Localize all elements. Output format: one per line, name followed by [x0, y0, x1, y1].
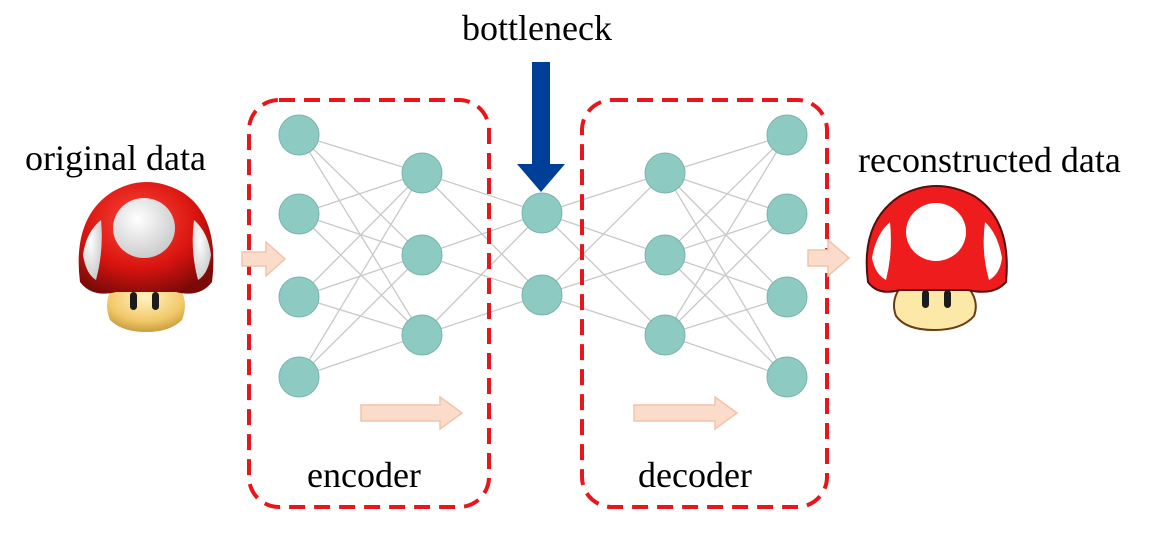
node-layer4-0 [766, 114, 808, 156]
encoder-flow-arrow [360, 395, 464, 431]
node-layer0-0 [278, 114, 320, 156]
edge-l3-2-1 [664, 213, 788, 336]
edge-l0-3-0 [298, 172, 423, 378]
encoder-box [247, 98, 491, 509]
edge-l1-1-0 [421, 212, 543, 256]
edge-l3-0-1 [664, 172, 788, 215]
edge-l2-0-2 [541, 212, 666, 336]
node-layer0-2 [278, 276, 320, 318]
edge-l0-0-0 [298, 134, 423, 174]
edge-l2-0-0 [541, 172, 666, 214]
edge-l0-3-2 [298, 334, 423, 378]
node-layer1-0 [401, 152, 443, 194]
node-layer3-2 [644, 314, 686, 356]
edge-l0-2-0 [298, 172, 423, 298]
edge-l3-1-2 [664, 254, 788, 298]
original-data-label: original data [25, 138, 206, 178]
output-flow-arrow [807, 238, 851, 278]
decoder-box [580, 98, 829, 509]
reconstructed-data-label: reconstructed data [858, 140, 1121, 180]
network-nodes [278, 114, 808, 398]
node-layer2-0 [521, 192, 563, 234]
edge-l3-2-3 [664, 334, 788, 378]
edge-l3-2-2 [664, 296, 788, 336]
mushroom-photo-icon [78, 182, 214, 332]
edge-l1-1-1 [421, 254, 543, 296]
input-flow-arrow [241, 240, 287, 278]
node-layer2-1 [521, 274, 563, 316]
edge-l0-3-1 [298, 254, 423, 378]
edge-l3-1-0 [664, 134, 788, 256]
node-layer0-3 [278, 356, 320, 398]
edge-l1-0-0 [421, 172, 543, 214]
encoder-label: encoder [307, 455, 421, 495]
network-edges [298, 134, 788, 378]
node-layer1-2 [401, 314, 443, 356]
node-layer4-2 [766, 276, 808, 318]
edge-l3-0-0 [664, 134, 788, 174]
edge-l2-1-1 [541, 254, 666, 296]
edge-l2-1-2 [541, 294, 666, 336]
node-layer1-1 [401, 234, 443, 276]
edge-l1-2-1 [421, 294, 543, 336]
node-layer4-3 [766, 356, 808, 398]
bottleneck-label: bottleneck [462, 8, 612, 48]
edge-l0-0-1 [298, 134, 423, 256]
edge-l3-2-0 [664, 134, 788, 336]
edge-l0-1-0 [298, 172, 423, 215]
mushroom-cartoon-icon [865, 185, 1008, 332]
decoder-flow-arrow [633, 395, 739, 431]
edge-l2-1-0 [541, 172, 666, 296]
edge-l1-2-0 [421, 212, 543, 336]
decoder-label: decoder [638, 455, 752, 495]
bottleneck-arrow [517, 62, 565, 192]
node-layer0-1 [278, 193, 320, 235]
node-layer3-0 [644, 152, 686, 194]
node-layer3-1 [644, 234, 686, 276]
node-layer4-1 [766, 193, 808, 235]
